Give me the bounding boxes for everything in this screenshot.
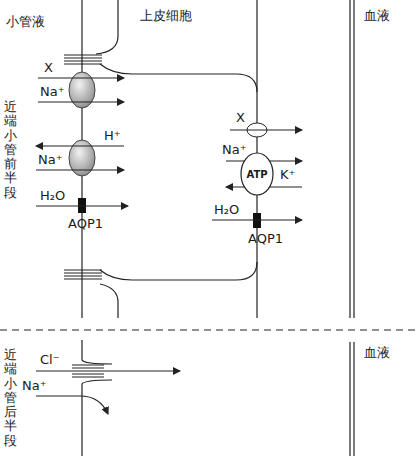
divider: [0, 329, 420, 330]
label: AQP1: [248, 231, 283, 247]
label: AQP1: [68, 216, 103, 232]
label: H₂O: [214, 202, 239, 218]
flux-arrow: [36, 78, 302, 414]
pump-label: ATP: [246, 169, 267, 180]
label: Na⁺: [22, 378, 47, 394]
cell-outline: [82, 340, 112, 456]
label: X: [236, 110, 245, 126]
label: H⁺: [104, 128, 121, 144]
label: 上皮细胞: [140, 8, 192, 24]
label: 血液: [364, 345, 390, 361]
segment-label: 近端小管前半段: [4, 100, 17, 200]
tight-junction: [72, 365, 104, 377]
label: Na⁺: [40, 84, 65, 100]
blood-wall: [350, 0, 354, 456]
label: 小管液: [6, 14, 45, 30]
cell-outline: [82, 0, 257, 318]
tight-junction: [64, 55, 102, 279]
label: Na⁺: [38, 152, 63, 168]
label: Cl⁻: [40, 352, 60, 368]
label: H₂O: [40, 188, 65, 204]
label: K⁺: [280, 167, 295, 183]
segment-label: 近端小管后半段: [4, 348, 17, 448]
label: Na⁺: [222, 142, 247, 158]
label: 血液: [364, 8, 390, 24]
label: X: [44, 60, 53, 76]
atp-pump: ATP: [240, 152, 274, 196]
